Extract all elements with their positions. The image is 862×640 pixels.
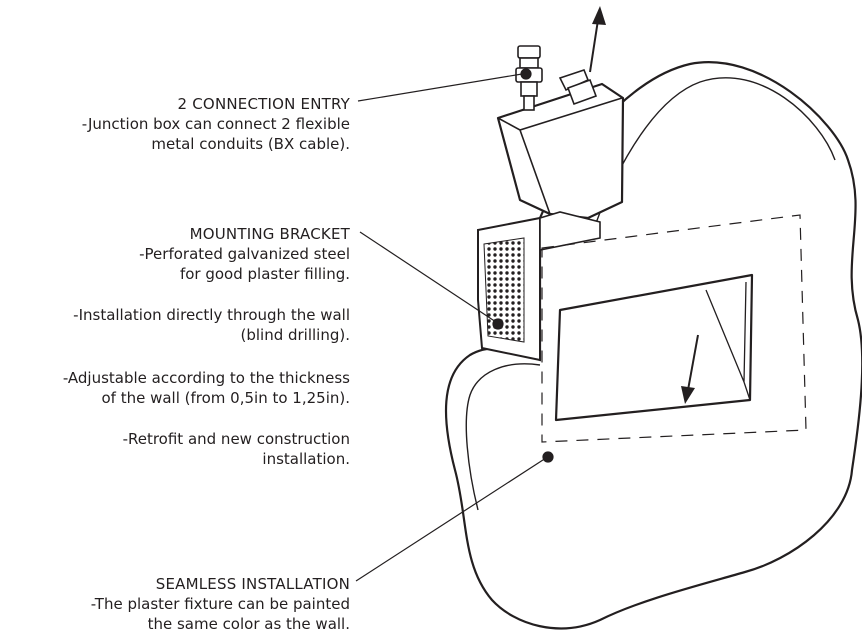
junction-box [496, 82, 625, 220]
callout-line: metal conduits (BX cable). [151, 135, 350, 153]
callout-blind-drilling: -Installation directly through the wall … [73, 305, 350, 345]
callout-line: -Junction box can connect 2 flexible [81, 115, 350, 133]
callout-line: (blind drilling). [240, 326, 350, 344]
callout-line: -Retrofit and new construction [122, 430, 350, 448]
callout-line: for good plaster filling. [179, 265, 350, 283]
pull-up-arrow [589, 6, 606, 73]
callout-adjustable-thickness: -Adjustable according to the thickness o… [63, 368, 350, 408]
plaster-body-left-edge [465, 363, 541, 511]
callout-line: of the wall (from 0,5in to 1,25in). [101, 389, 350, 407]
insert-down-arrow [681, 334, 699, 404]
callout-connection-entry: 2 CONNECTION ENTRY -Junction box can con… [82, 94, 350, 154]
recess-inner-edge [705, 281, 751, 401]
dashed-cut-outline [541, 214, 807, 443]
callout-heading: 2 CONNECTION ENTRY [177, 95, 350, 113]
callout-line: -The plaster fixture can be painted [90, 595, 350, 613]
callout-retrofit: -Retrofit and new construction installat… [123, 429, 350, 469]
junction-box-edge [497, 97, 623, 215]
callout-line: installation. [262, 450, 350, 468]
callout-heading: SEAMLESS INSTALLATION [155, 575, 350, 593]
perforated-panel [483, 237, 525, 343]
callout-line: -Adjustable according to the thickness [62, 369, 350, 387]
leader-lines [355, 68, 554, 582]
callout-line: -Perforated galvanized steel [139, 245, 350, 263]
bracket-front-face [539, 211, 601, 251]
callout-heading: MOUNTING BRACKET [189, 225, 350, 243]
callout-line: the same color as the wall. [147, 615, 350, 633]
callout-line: -Installation directly through the wall [73, 306, 350, 324]
callout-seamless-installation: SEAMLESS INSTALLATION -The plaster fixtu… [91, 574, 350, 634]
callout-mounting-bracket: MOUNTING BRACKET -Perforated galvanized … [139, 224, 350, 284]
